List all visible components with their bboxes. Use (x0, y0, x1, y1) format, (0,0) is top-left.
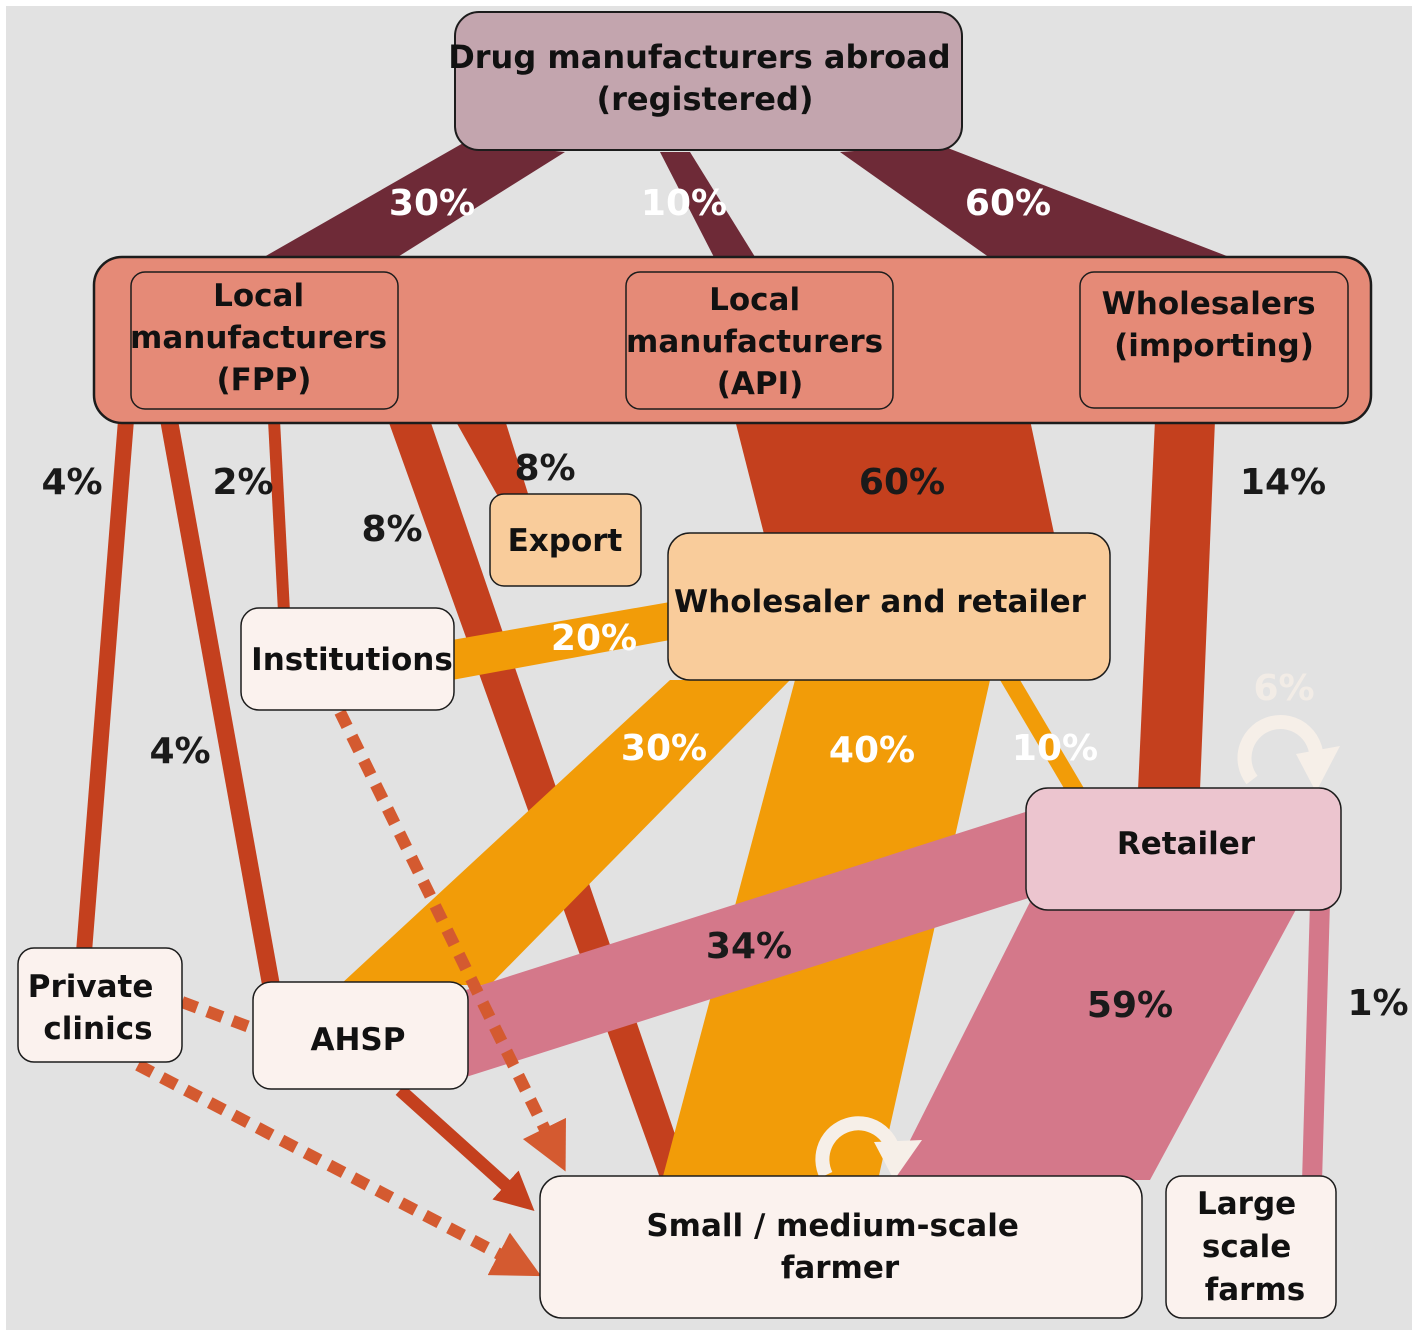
node-private-clinics: Private clinics (17, 947, 183, 1063)
wholesaler-retailer-label: Wholesaler and retailer (674, 584, 1087, 620)
abroad-flows (250, 142, 1250, 265)
local-fpp-line-3: (FPP) (217, 362, 312, 398)
label-wr-to-institutions: 20% (551, 618, 637, 659)
node-local-fpp: Local manufacturers (FPP) (130, 271, 399, 410)
wholesalers-importing-line-1: Wholesalers (1102, 286, 1316, 322)
ahsp-label: AHSP (311, 1022, 406, 1058)
label-wr-to-ahsp: 30% (621, 728, 707, 769)
flow-wr-to-institutions (452, 602, 670, 680)
node-local-api: Local manufacturers (API) (625, 271, 894, 410)
svg-text:Wholesalers (importing): Wholesalers (importing) (1102, 286, 1327, 364)
svg-text:Private clinics: Private clinics (28, 969, 164, 1047)
node-wholesaler-retailer: Wholesaler and retailer (667, 532, 1111, 681)
flow-wholesalers-to-retailer (1138, 420, 1215, 790)
local-fpp-line-2: manufacturers (130, 320, 387, 356)
flow-to-institutions (268, 420, 290, 612)
large-farms-line-3: farms (1205, 1272, 1305, 1308)
node-export: Export (489, 493, 642, 587)
private-clinics-line-1: Private (28, 969, 154, 1005)
flow-abroad-to-fpp (250, 142, 565, 265)
label-to-wholesaler-retailer: 60% (859, 462, 945, 503)
label-wholesalers-to-retailer: 14% (1240, 462, 1326, 503)
label-retailer-loop: 6% (1253, 668, 1314, 709)
flow-retailer-to-ahsp (466, 808, 1038, 1077)
label-to-export: 8% (514, 448, 575, 489)
flow-wr-to-retailer (1000, 680, 1085, 790)
label-abroad-to-wholesalers: 60% (965, 183, 1051, 224)
flow-ahsp-to-farmer (395, 1085, 535, 1212)
flow-retailer-to-farmer (890, 902, 1300, 1180)
svg-text:Wholesaler and retailer: Wholesaler and retailer (674, 584, 1087, 620)
label-abroad-to-api: 10% (641, 183, 727, 224)
node-wholesalers-importing: Wholesalers (importing) (1079, 271, 1349, 409)
institutions-label: Institutions (251, 642, 453, 678)
label-to-institutions: 2% (212, 462, 273, 503)
node-abroad: Drug manufacturers abroad (registered) (448, 11, 963, 151)
label-to-ahsp: 4% (149, 731, 210, 772)
node-large-farms: Large scale farms (1165, 1175, 1337, 1319)
local-fpp-line-1: Local (213, 278, 304, 314)
large-farms-line-2: scale (1202, 1229, 1291, 1265)
dashed-flows (135, 709, 566, 1277)
wholesalers-importing-line-2: (importing) (1114, 328, 1314, 364)
flow-labels: 30% 10% 60% 4% 2% 8% 8% 60% 14% 4% 20% 3… (41, 183, 1408, 1026)
export-label: Export (508, 523, 623, 559)
retailer-loop-icon (1237, 715, 1324, 785)
abroad-line-2: (registered) (596, 80, 813, 118)
farmer-loop-arrowhead-icon (874, 1140, 922, 1180)
svg-text:Institutions: Institutions (251, 642, 453, 678)
svg-text:Large scale farms: Large scale farms (1197, 1186, 1307, 1308)
dashed-institutions-to-farmer (334, 709, 566, 1172)
svg-text:Export: Export (508, 523, 623, 559)
flow-to-export (455, 420, 530, 500)
small-farmer-line-2: farmer (781, 1250, 900, 1286)
local-api-line-1: Local (709, 282, 800, 318)
local-api-line-2: manufacturers (626, 324, 883, 360)
flow-retailer-to-large-farms (1302, 902, 1330, 1182)
flow-to-ahsp (160, 420, 280, 985)
node-small-farmer: Small / medium-scale farmer (539, 1175, 1143, 1319)
label-wr-to-retailer: 10% (1012, 728, 1098, 769)
label-to-private-clinics: 4% (41, 462, 102, 503)
label-abroad-to-fpp: 30% (389, 183, 475, 224)
svg-text:Small / medium-scale far: Small / medium-scale farmer (646, 1208, 1029, 1286)
dashed-clinics-to-ahsp (179, 996, 255, 1034)
flow-wr-to-ahsp (340, 680, 790, 985)
farmer-loop-icon (815, 1116, 901, 1179)
node-institutions: Institutions (240, 607, 455, 711)
flow-to-wholesaler-retailer (735, 420, 1055, 538)
large-farms-line-1: Large (1197, 1186, 1296, 1222)
svg-text:Local manufacturers: Local manufacturers (FPP) (130, 278, 398, 398)
svg-text:Local manufacturers: Local manufacturers (API) (626, 282, 894, 402)
retailer-label: Retailer (1117, 826, 1256, 862)
label-retailer-to-ahsp: 34% (706, 926, 792, 967)
node-ahsp: AHSP (252, 981, 469, 1090)
abroad-line-1: Drug manufacturers abroad (448, 38, 950, 76)
dashed-clinics-to-farmer (135, 1059, 542, 1277)
retailer-flows (466, 808, 1330, 1182)
label-retailer-to-large-farms: 1% (1347, 983, 1408, 1024)
svg-text:AHSP: AHSP (311, 1022, 406, 1058)
label-to-farmer-direct: 8% (361, 509, 422, 550)
flow-to-private-clinics (76, 420, 134, 952)
node-retailer: Retailer (1025, 787, 1342, 911)
private-clinics-line-2: clinics (43, 1011, 152, 1047)
svg-text:Retailer: Retailer (1117, 826, 1256, 862)
retailer-loop-arrowhead-icon (1296, 746, 1340, 792)
label-wr-to-farmer: 40% (829, 730, 915, 771)
flow-abroad-to-api (660, 152, 760, 265)
label-retailer-to-farmer: 59% (1087, 985, 1173, 1026)
flow-abroad-to-wholesalers (840, 145, 1250, 265)
svg-text:Drug manufacturers abroad: Drug manufacturers abroad (registered) (448, 38, 962, 118)
local-api-line-3: (API) (717, 366, 804, 402)
small-farmer-line-1: Small / medium-scale (646, 1208, 1018, 1244)
loop-arrows (815, 715, 1340, 1180)
